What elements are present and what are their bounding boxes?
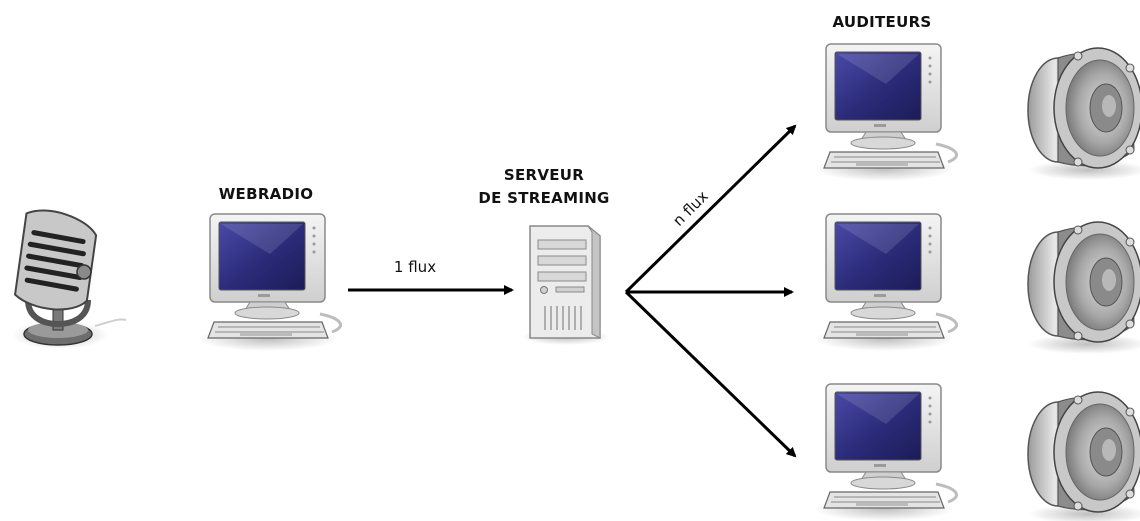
listener-computer-icon-2 [812,212,959,353]
listener-computer-icon-1 [812,42,959,183]
webradio-computer-icon [196,212,343,353]
speaker-icon-3 [1027,391,1140,521]
one-flux-label: 1 flux [394,258,436,276]
listener-computer-icon-3 [812,382,959,521]
speaker-icon-2 [1027,221,1140,355]
server-label-line2: DE STREAMING [478,189,609,207]
listeners-label: AUDITEURS [832,13,931,31]
n-flux-label: n flux [669,187,712,230]
speaker-icon-1 [1027,47,1140,181]
webradio-label: WEBRADIO [219,185,314,203]
arrow-server-to-listener-1 [624,124,797,294]
server-icon [522,225,610,345]
arrow-server-to-listener-3 [624,290,797,458]
server-label-line1: SERVEUR [504,166,584,184]
microphone-icon [12,209,127,349]
